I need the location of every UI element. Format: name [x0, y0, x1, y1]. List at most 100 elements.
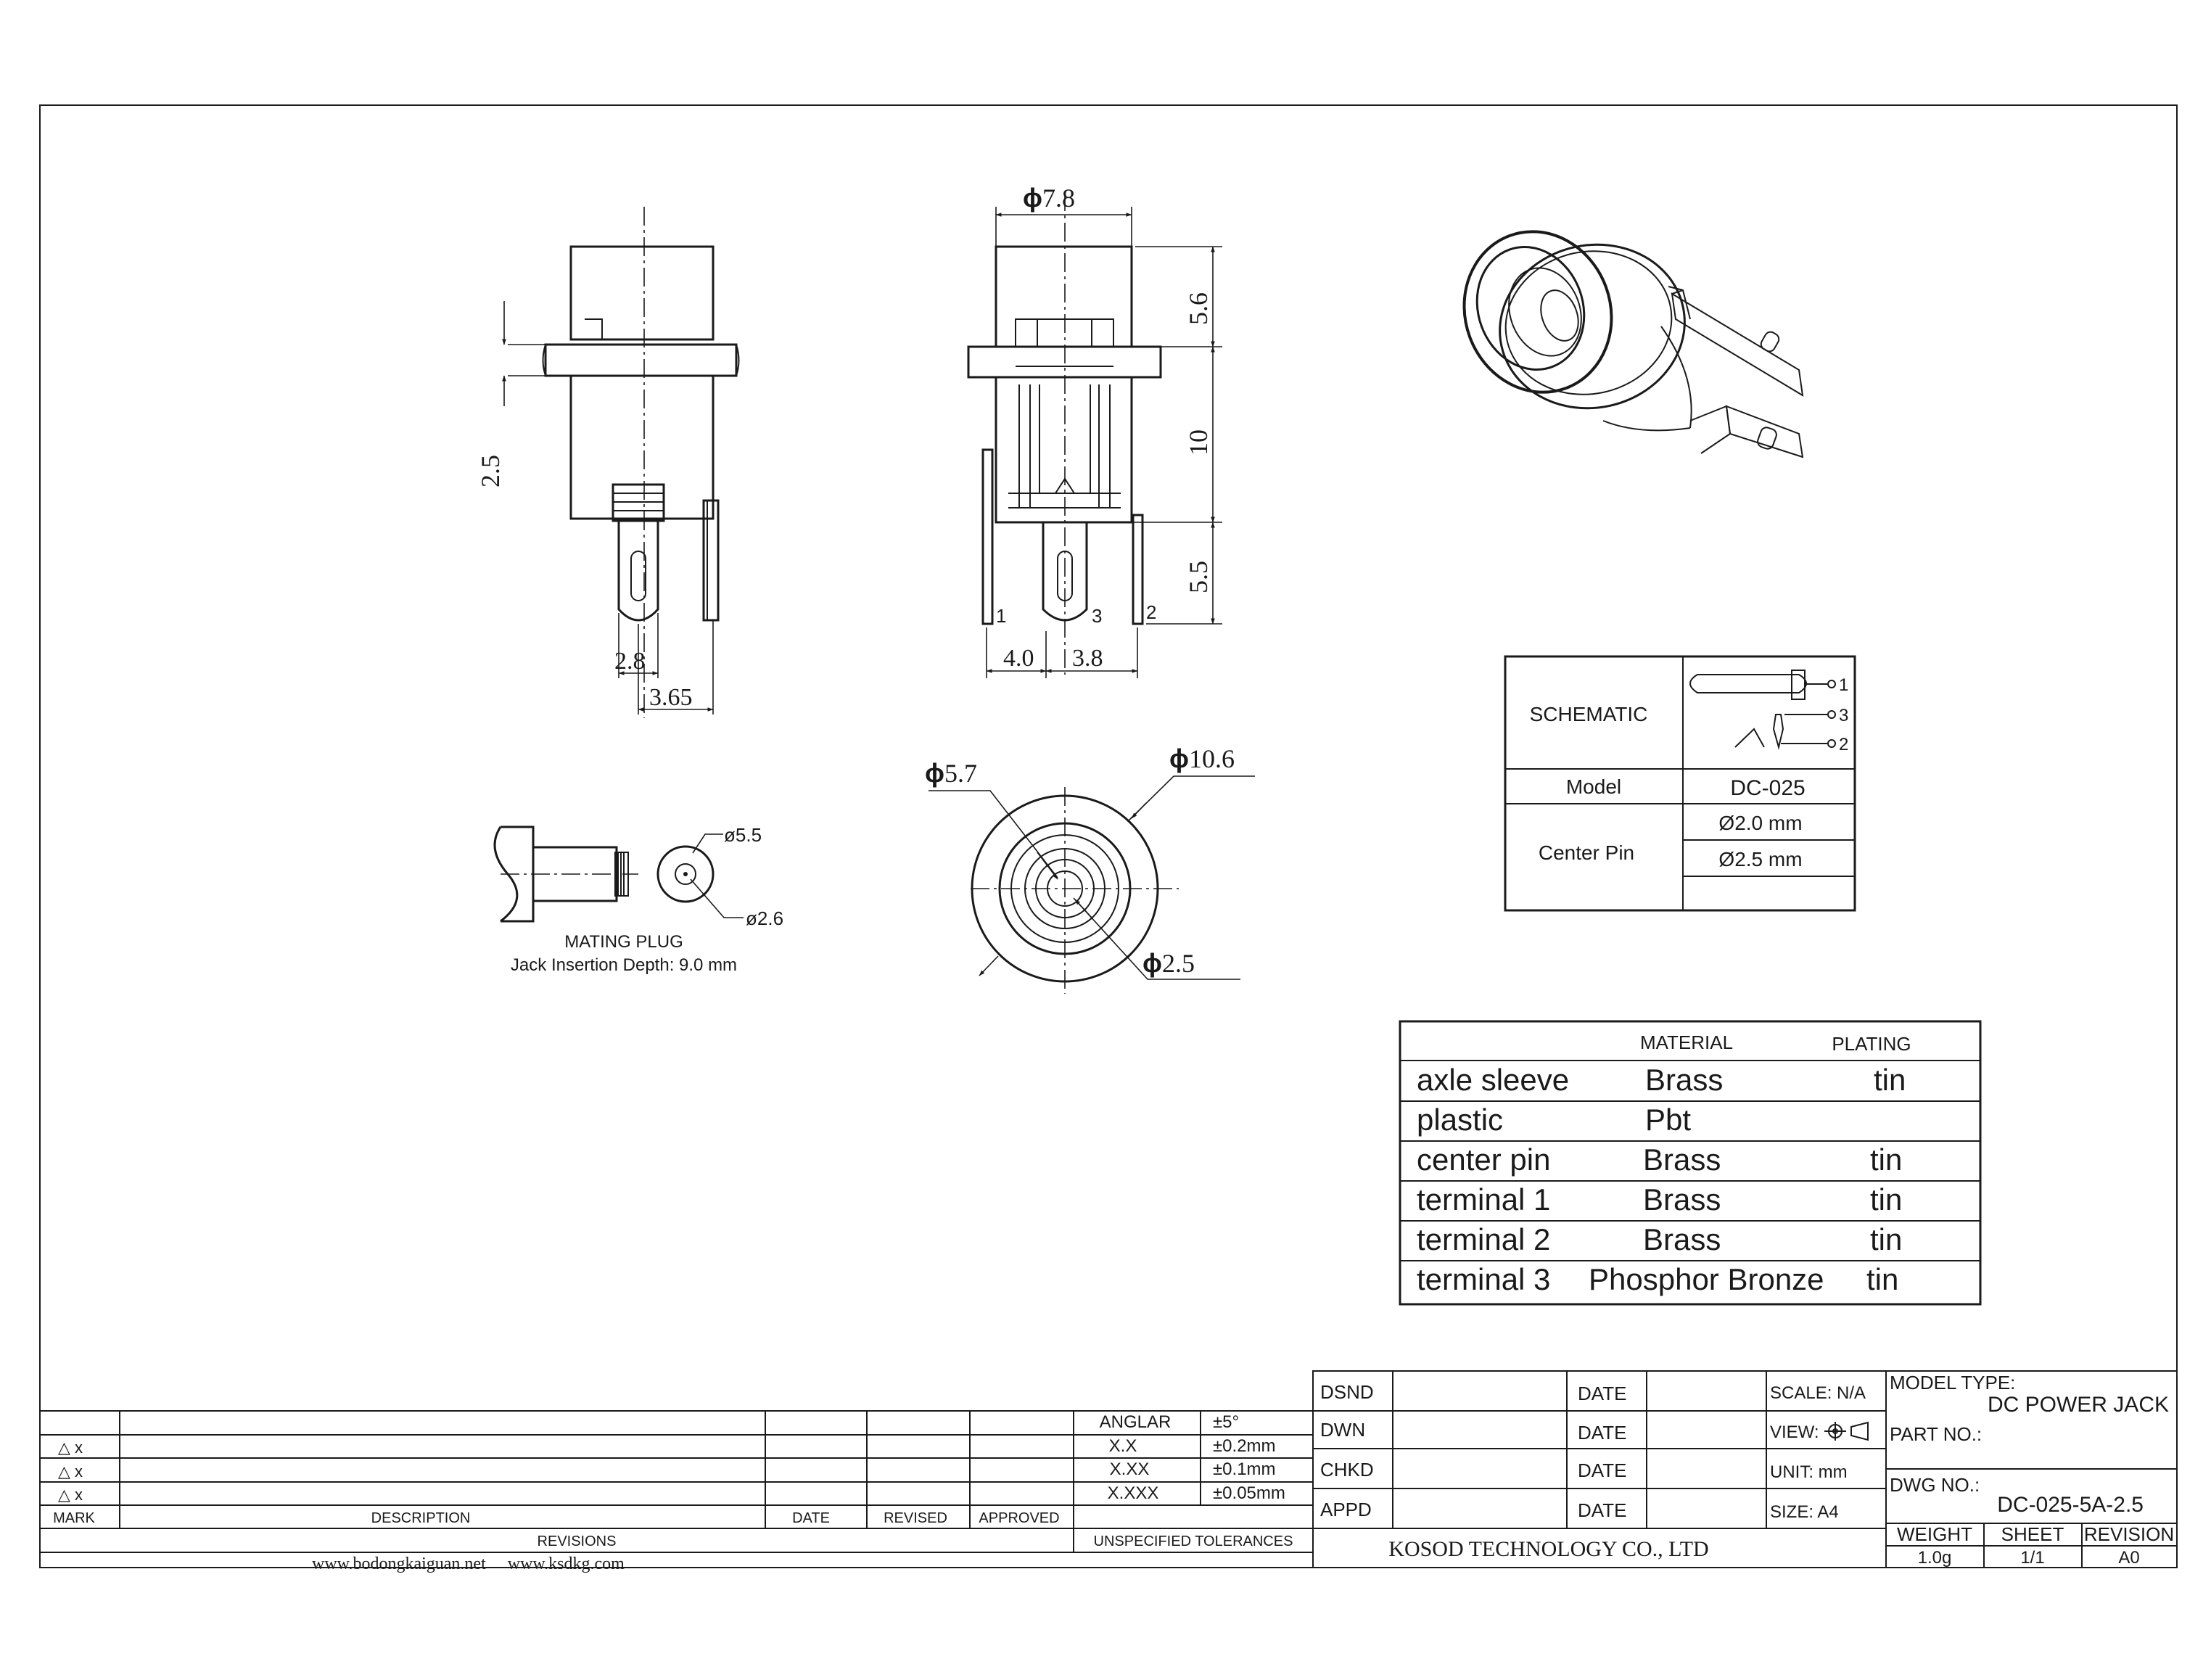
revisions-block: △ x △ x △ x MARK DESCRIPTION DATE REVISE… [40, 1410, 1313, 1573]
mat-row-3-material: Brass [1643, 1142, 1721, 1177]
plug-insertion-depth: Jack Insertion Depth: 9.0 mm [511, 955, 737, 975]
plug-dia-outer: ø5.5 [724, 824, 762, 846]
dwg-no-label: DWG NO.: [1890, 1474, 1980, 1496]
dim-5-6: 5.6 [1184, 292, 1213, 325]
mat-row-1-plating: tin [1874, 1063, 1906, 1097]
model-type-value: DC POWER JACK [1988, 1393, 2169, 1417]
col-date: DATE [792, 1510, 830, 1526]
mat-row-2-material: Pbt [1645, 1103, 1691, 1137]
tolerances-title: UNSPECIFIED TOLERANCES [1094, 1533, 1293, 1549]
dwg-no-value: DC-025-5A-2.5 [1997, 1493, 2144, 1517]
col-mark: MARK [53, 1510, 95, 1526]
tol-value-4: ±0.05mm [1213, 1483, 1285, 1503]
dim-dia-7-8: ϕ7.8 [1023, 183, 1075, 213]
revision-mark-3: △ x [58, 1486, 83, 1504]
tol-label-4: X.XXX [1108, 1483, 1159, 1503]
mat-row-3-plating: tin [1870, 1142, 1902, 1177]
view-label: VIEW: [1770, 1422, 1819, 1442]
date-label-appd: DATE [1578, 1499, 1626, 1521]
schematic-label: SCHEMATIC [1530, 703, 1648, 725]
mat-row-6-plating: tin [1866, 1262, 1898, 1296]
tol-value-2: ±0.2mm [1213, 1436, 1276, 1456]
role-dsnd: DSND [1320, 1381, 1374, 1403]
revision-value: A0 [2118, 1548, 2139, 1568]
mat-row-1-part: axle sleeve [1417, 1063, 1569, 1097]
mat-row-6-part: terminal 3 [1417, 1262, 1550, 1296]
mat-row-5-part: terminal 2 [1417, 1222, 1550, 1256]
col-revised: REVISED [884, 1510, 947, 1526]
projection-symbol-icon [1824, 1421, 1869, 1441]
weight-label: WEIGHT [1897, 1523, 1972, 1545]
company-websites: www.bodongkaiguan.net www.ksdkg.com [312, 1555, 625, 1573]
sheet-value: 1/1 [2020, 1548, 2044, 1568]
revision-label: REVISION [2084, 1523, 2174, 1545]
col-approved: APPROVED [979, 1510, 1059, 1526]
dim-dia-5-7: ϕ5.7 [925, 758, 977, 788]
role-chkd: CHKD [1320, 1459, 1374, 1481]
center-pin-value-2: Ø2.5 mm [1718, 848, 1802, 870]
side-view: 2.5 2.8 3.65 [476, 207, 740, 718]
front-view: 1 3 2 ϕ7.8 5.6 10 5.5 4.0 3.8 [967, 183, 1222, 678]
pin-2-label: 2 [1146, 601, 1156, 623]
dim-2-5-side: 2.5 [476, 455, 505, 487]
model-value: DC-025 [1730, 776, 1805, 800]
sheet-border [39, 104, 2178, 1568]
company-name: KOSOD TECHNOLOGY CO., LTD [1388, 1537, 1708, 1561]
mat-row-4-part: terminal 1 [1417, 1182, 1550, 1216]
dim-dia-2-5: ϕ2.5 [1142, 948, 1195, 978]
center-pin-label: Center Pin [1539, 841, 1634, 864]
col-description: DESCRIPTION [371, 1510, 471, 1526]
unit-label: UNIT: mm [1770, 1462, 1848, 1482]
schematic-pin-2: 2 [1839, 735, 1848, 754]
pin-3-label: 3 [1092, 605, 1102, 627]
scale-label: SCALE: N/A [1770, 1383, 1866, 1403]
date-label-dwn: DATE [1578, 1422, 1626, 1444]
mat-row-4-material: Brass [1643, 1182, 1721, 1216]
pin-1-label: 1 [996, 605, 1006, 627]
dim-3-8-bottom: 3.8 [1072, 645, 1103, 672]
mat-row-6-material: Phosphor Bronze [1589, 1262, 1824, 1296]
role-dwn: DWN [1320, 1419, 1365, 1441]
model-type-label: MODEL TYPE: [1890, 1372, 2015, 1393]
dim-10: 10 [1184, 429, 1213, 456]
schematic-table: SCHEMATIC 1 3 2 Model DC-025 Center Pin … [1504, 655, 1856, 912]
role-appd: APPD [1320, 1499, 1372, 1520]
date-label-chkd: DATE [1578, 1459, 1626, 1481]
mat-row-2-part: plastic [1417, 1103, 1503, 1137]
material-table: MATERIAL PLATING axle sleeve Brass tin p… [1399, 1020, 1982, 1306]
tol-label-2: X.X [1109, 1436, 1137, 1456]
revision-mark-2: △ x [58, 1462, 83, 1481]
tol-value-3: ±0.1mm [1213, 1459, 1276, 1479]
part-no-label: PART NO.: [1890, 1423, 1982, 1445]
jack-3d-view [1462, 230, 1804, 458]
mat-row-4-plating: tin [1870, 1182, 1902, 1216]
title-block: DSND DWN CHKD APPD DATE DATE DATE DATE S… [1312, 1370, 2178, 1568]
tol-label-1: ANGLAR [1100, 1412, 1172, 1432]
dim-dia-10-6: ϕ10.6 [1169, 744, 1235, 773]
mating-plug: ø5.5 ø2.6 MATING PLUG Jack Insertion Dep… [493, 824, 783, 975]
model-label: Model [1566, 775, 1621, 798]
top-view: ϕ5.7 ϕ10.6 ϕ2.5 [925, 744, 1255, 994]
plating-header: PLATING [1832, 1033, 1911, 1055]
date-label-dsnd: DATE [1578, 1383, 1626, 1404]
material-header: MATERIAL [1640, 1032, 1733, 1053]
dim-5-5: 5.5 [1184, 561, 1213, 593]
tol-value-1: ±5° [1213, 1412, 1239, 1432]
weight-value: 1.0g [1918, 1548, 1952, 1568]
schematic-pin-3: 3 [1839, 706, 1848, 725]
mat-row-3-part: center pin [1417, 1142, 1550, 1177]
schematic-pin-1: 1 [1839, 675, 1848, 695]
dim-2-8-side: 2.8 [614, 648, 646, 675]
sheet-label: SHEET [2001, 1523, 2064, 1545]
revisions-title: REVISIONS [538, 1533, 617, 1549]
tol-label-3: X.XX [1110, 1459, 1150, 1479]
mat-row-5-material: Brass [1643, 1222, 1721, 1256]
mat-row-1-material: Brass [1645, 1063, 1723, 1097]
plug-dia-inner: ø2.6 [746, 907, 783, 929]
plug-title: MATING PLUG [564, 932, 683, 952]
size-label: SIZE: A4 [1770, 1502, 1839, 1522]
mat-row-5-plating: tin [1870, 1222, 1902, 1256]
dim-3-65-side: 3.65 [649, 684, 693, 711]
center-pin-value-1: Ø2.0 mm [1718, 812, 1802, 834]
